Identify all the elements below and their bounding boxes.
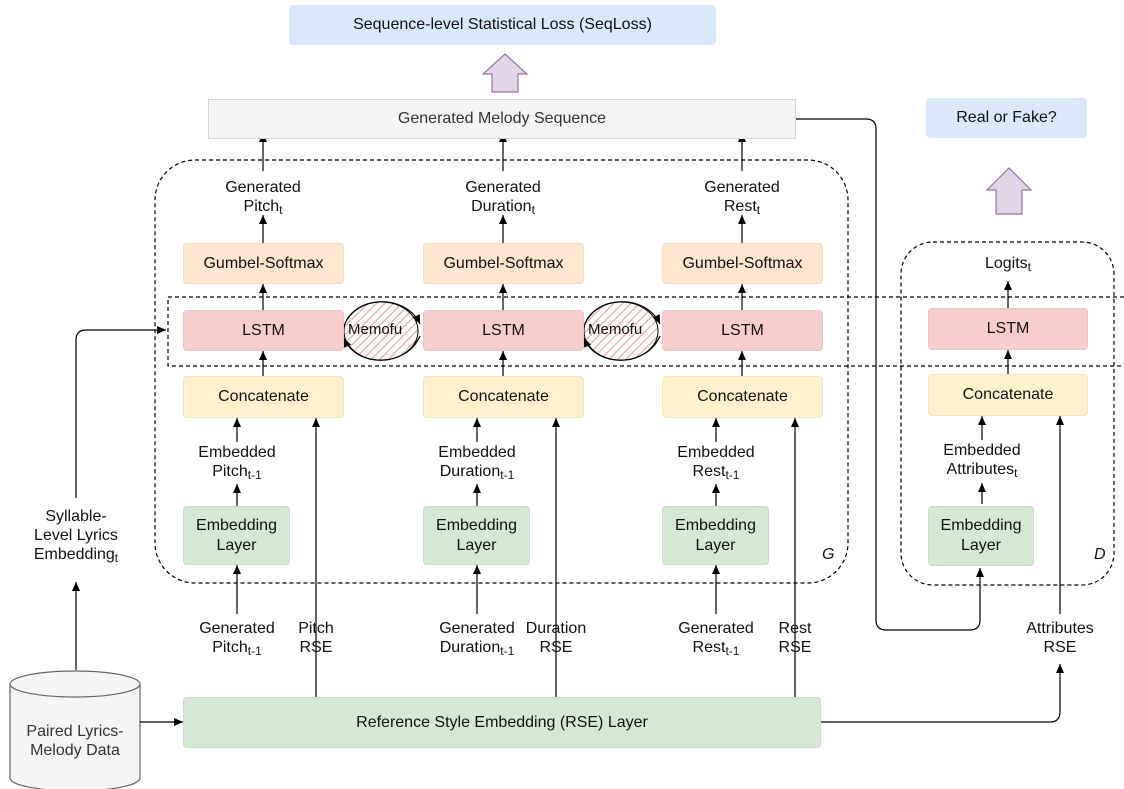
gumbel-softmax-pitch: Gumbel-Softmax [183, 243, 344, 284]
generator-label: G [822, 546, 835, 563]
lstm-band-line [167, 296, 1124, 367]
lstm-duration: LSTM [423, 310, 584, 351]
logits-label: Logitst [984, 255, 1032, 274]
memofu-label-2: Memofu [588, 321, 643, 338]
gumbel-softmax-rest: Gumbel-Softmax [662, 243, 823, 284]
discriminator-container [900, 241, 1115, 586]
lstm-rest: LSTM [662, 310, 823, 351]
lstm-discriminator: LSTM [928, 308, 1088, 350]
memofu-label-1: Memofu [348, 321, 403, 338]
concatenate-rest: Concatenate [662, 376, 823, 418]
paired-data-label: Paired Lyrics-Melody Data [26, 723, 124, 759]
up-arrow-seqloss [481, 53, 529, 93]
seqloss-box: Sequence-level Statistical Loss (SeqLoss… [289, 5, 716, 45]
concatenate-duration: Concatenate [423, 376, 584, 418]
rse-layer-box: Reference Style Embedding (RSE) Layer [183, 697, 821, 748]
concatenate-discriminator: Concatenate [928, 374, 1088, 416]
up-arrow-realfake [985, 167, 1033, 215]
concatenate-pitch: Concatenate [183, 376, 344, 418]
lstm-pitch: LSTM [183, 310, 344, 351]
gumbel-softmax-duration: Gumbel-Softmax [423, 243, 584, 284]
discriminator-label: D [1094, 546, 1106, 563]
generator-container [154, 159, 849, 584]
real-or-fake-box: Real or Fake? [926, 98, 1087, 138]
database-cylinder [9, 684, 141, 789]
generated-melody-box: Generated Melody Sequence [208, 99, 796, 139]
